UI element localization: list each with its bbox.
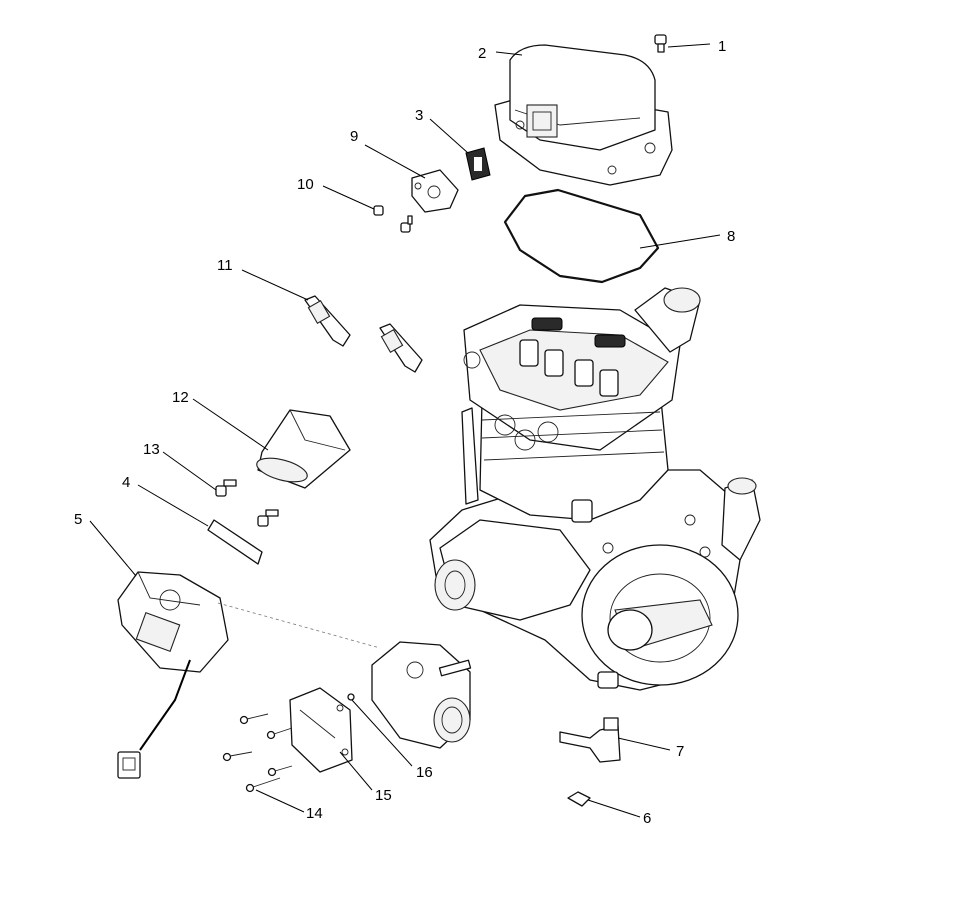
- assembly-line: [217, 602, 381, 649]
- callout-12: 12: [172, 389, 189, 406]
- part-7-sensor: [559, 717, 621, 763]
- part-16-throttle-housing: [347, 641, 472, 749]
- callout-6: 6: [643, 810, 651, 827]
- callout-1: 1: [718, 38, 726, 55]
- callout-13: 13: [143, 441, 160, 458]
- callout-11: 11: [217, 257, 233, 274]
- callout-labels: 1 2 3 4 5 6 7 8 9 10 11 12 13 14 15 16: [74, 38, 735, 827]
- part-12-intake-boot: [256, 409, 351, 489]
- callout-8: 8: [727, 228, 735, 245]
- part-2-valve-cover: [494, 44, 673, 186]
- callout-14: 14: [306, 805, 323, 822]
- callout-2: 2: [478, 45, 486, 62]
- part-8-gasket: [503, 188, 660, 284]
- leader-lines: [89, 43, 721, 818]
- callout-5: 5: [74, 511, 82, 528]
- part-1-bolt: [654, 34, 667, 53]
- callout-3: 3: [415, 107, 423, 124]
- part-14-screws: [222, 713, 293, 793]
- part-15-throttle-cover: [289, 687, 353, 773]
- part-10-bolts: [373, 205, 413, 233]
- part-9-sensor-housing: [411, 169, 459, 213]
- callout-4: 4: [122, 474, 130, 491]
- callout-10: 10: [297, 176, 314, 193]
- part-4-sensor: [207, 519, 263, 565]
- part-13-bolts: [215, 479, 279, 527]
- callout-9: 9: [350, 128, 358, 145]
- part-3-sensor-plate: [465, 147, 491, 181]
- callout-16: 16: [416, 764, 433, 781]
- part-5-throttle-body: [117, 571, 229, 779]
- part-11-spark-plugs: [304, 295, 423, 373]
- valve-springs: [519, 317, 626, 397]
- callout-7: 7: [676, 743, 684, 760]
- engine-block: [429, 287, 761, 691]
- part-6-pin: [567, 791, 591, 807]
- callout-15: 15: [375, 787, 392, 804]
